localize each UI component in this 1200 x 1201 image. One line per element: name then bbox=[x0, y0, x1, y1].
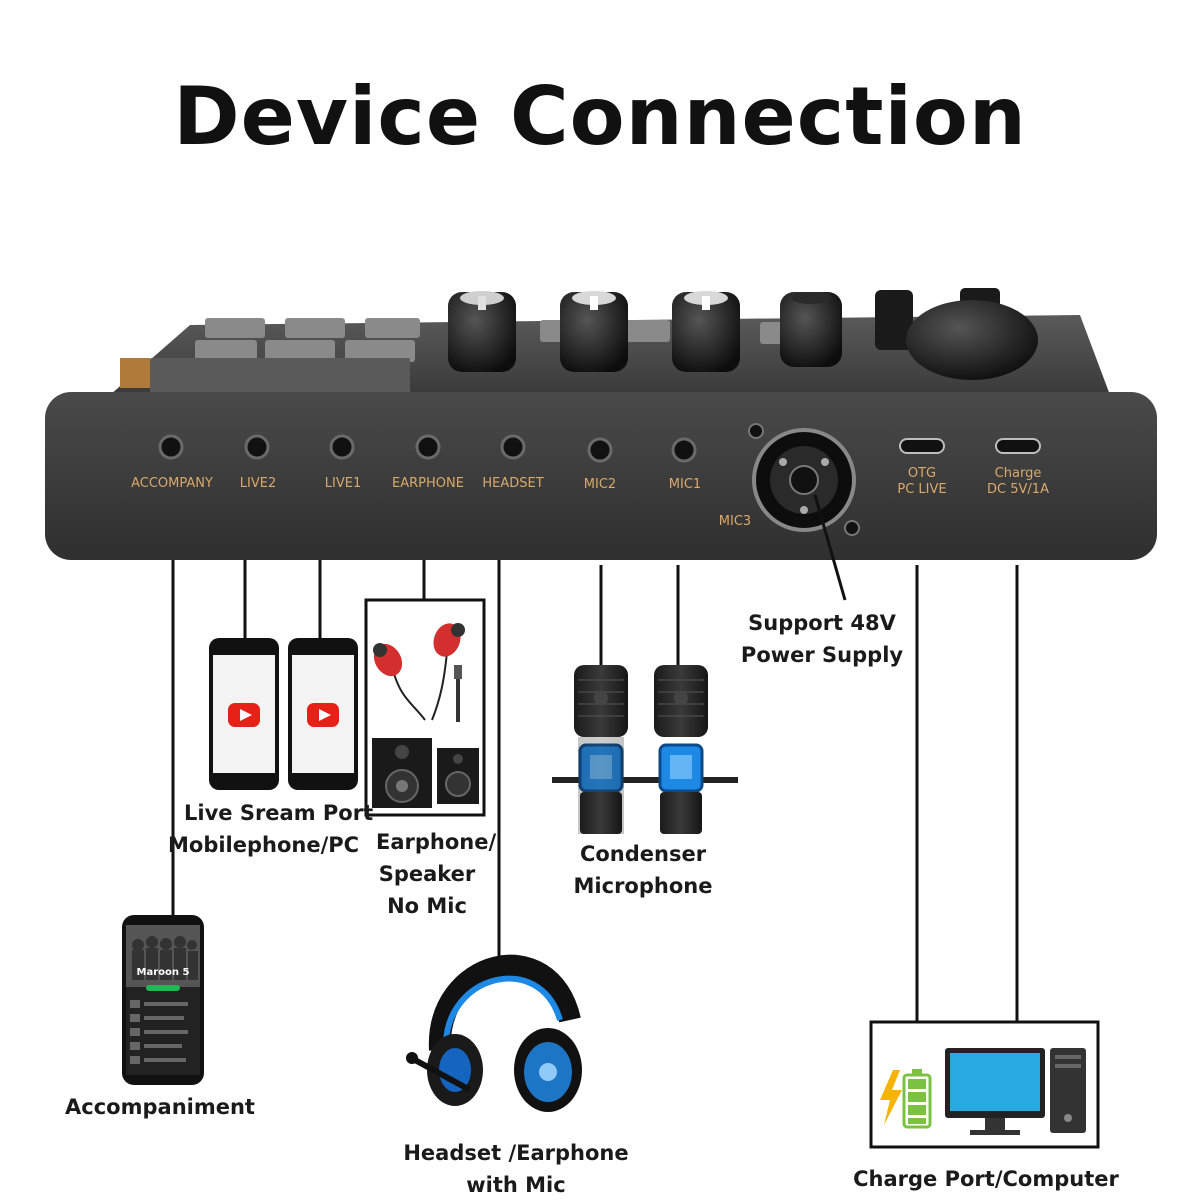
caption-condenser: Condenser Microphone bbox=[543, 838, 743, 902]
jack-accompany bbox=[158, 434, 184, 460]
port-label-mic1: MIC1 bbox=[668, 477, 702, 492]
speakers-icon bbox=[372, 738, 479, 808]
port-label-headset: HEADSET bbox=[482, 476, 544, 491]
caption-support-line1: Support 48V bbox=[748, 611, 896, 635]
lightning-icon bbox=[880, 1070, 902, 1125]
phone-screen-band: Maroon 5 bbox=[137, 967, 190, 978]
master-knob bbox=[906, 300, 1038, 380]
monitor-icon bbox=[945, 1048, 1045, 1135]
port-label-otg-line1: OTG bbox=[907, 466, 937, 481]
usb-c-otg bbox=[899, 438, 945, 454]
caption-earphone-line2: Speaker bbox=[378, 862, 476, 886]
knob-1 bbox=[448, 291, 516, 372]
device-pads bbox=[195, 318, 800, 362]
earphone-speaker-box bbox=[364, 598, 486, 817]
knob-3 bbox=[672, 291, 740, 372]
port-label-live1: LIVE1 bbox=[324, 476, 362, 491]
caption-support-line2: Power Supply bbox=[740, 643, 904, 667]
port-label-charge-line1: Charge bbox=[994, 466, 1042, 481]
caption-earphone-speaker: Earphone/ Speaker No Mic bbox=[362, 826, 497, 922]
caption-accompaniment: Accompaniment bbox=[65, 1095, 255, 1119]
pc-tower-icon bbox=[1050, 1048, 1086, 1133]
caption-earphone-line3: No Mic bbox=[387, 894, 467, 918]
port-label-mic3: MIC3 bbox=[718, 514, 752, 529]
port-label-charge: Charge DC 5V/1A bbox=[973, 466, 1063, 498]
page-title: Device Connection bbox=[173, 70, 1027, 163]
jack-live2 bbox=[244, 434, 270, 460]
device-front-panel bbox=[45, 392, 1157, 560]
caption-condenser-line2: Microphone bbox=[573, 874, 713, 898]
knob-4 bbox=[780, 292, 842, 367]
port-label-mic2: MIC2 bbox=[583, 477, 617, 492]
jack-mic3-xlr bbox=[748, 423, 860, 536]
port-label-charge-line2: DC 5V/1A bbox=[987, 482, 1049, 497]
caption-live-stream: Live Sream Port Mobilephone/PC bbox=[168, 797, 388, 861]
usb-c-charge bbox=[995, 438, 1041, 454]
port-label-accompany: ACCOMPANY bbox=[131, 476, 213, 491]
caption-earphone-line1: Earphone/ bbox=[376, 830, 497, 854]
sound-card-device bbox=[45, 288, 1157, 560]
live-phone-2 bbox=[288, 638, 358, 790]
earphones-icon bbox=[373, 623, 465, 722]
jack-headset bbox=[500, 434, 526, 460]
caption-live-line1: Live Sream Port bbox=[184, 801, 374, 825]
front-jacks bbox=[158, 434, 697, 463]
caption-headset: Headset /Earphone with Mic bbox=[376, 1137, 656, 1201]
led-matrix bbox=[150, 358, 410, 393]
caption-support-48v: Support 48V Power Supply bbox=[722, 607, 922, 671]
jack-earphone bbox=[415, 434, 441, 460]
port-label-earphone: EARPHONE bbox=[392, 476, 464, 491]
condenser-mic-1 bbox=[552, 665, 650, 834]
caption-headset-line1: Headset /Earphone bbox=[403, 1141, 629, 1165]
knob-2 bbox=[560, 291, 628, 372]
jack-mic1 bbox=[671, 437, 697, 463]
caption-charge-computer: Charge Port/Computer bbox=[853, 1167, 1119, 1191]
charge-computer-box bbox=[869, 1020, 1100, 1149]
cable-mic3-pointer bbox=[813, 494, 847, 601]
port-label-otg: OTG PC LIVE bbox=[882, 466, 962, 498]
device-badge bbox=[120, 358, 150, 388]
jack-mic2 bbox=[587, 437, 613, 463]
port-label-live2: LIVE2 bbox=[239, 476, 277, 491]
caption-live-line2: Mobilephone/PC bbox=[168, 833, 360, 857]
condenser-mic-2 bbox=[632, 665, 738, 834]
fader-cap-1 bbox=[875, 290, 913, 350]
gaming-headset bbox=[406, 954, 582, 1112]
battery-icon bbox=[902, 1069, 932, 1129]
port-label-otg-line2: PC LIVE bbox=[897, 482, 947, 497]
caption-headset-line2: with Mic bbox=[466, 1173, 566, 1197]
jack-live1 bbox=[329, 434, 355, 460]
play-button-bar bbox=[146, 985, 180, 991]
cables bbox=[171, 494, 1019, 1022]
live-phone-1 bbox=[209, 638, 279, 790]
caption-condenser-line1: Condenser bbox=[579, 842, 707, 866]
accompaniment-phone: Maroon 5 bbox=[122, 915, 204, 1085]
